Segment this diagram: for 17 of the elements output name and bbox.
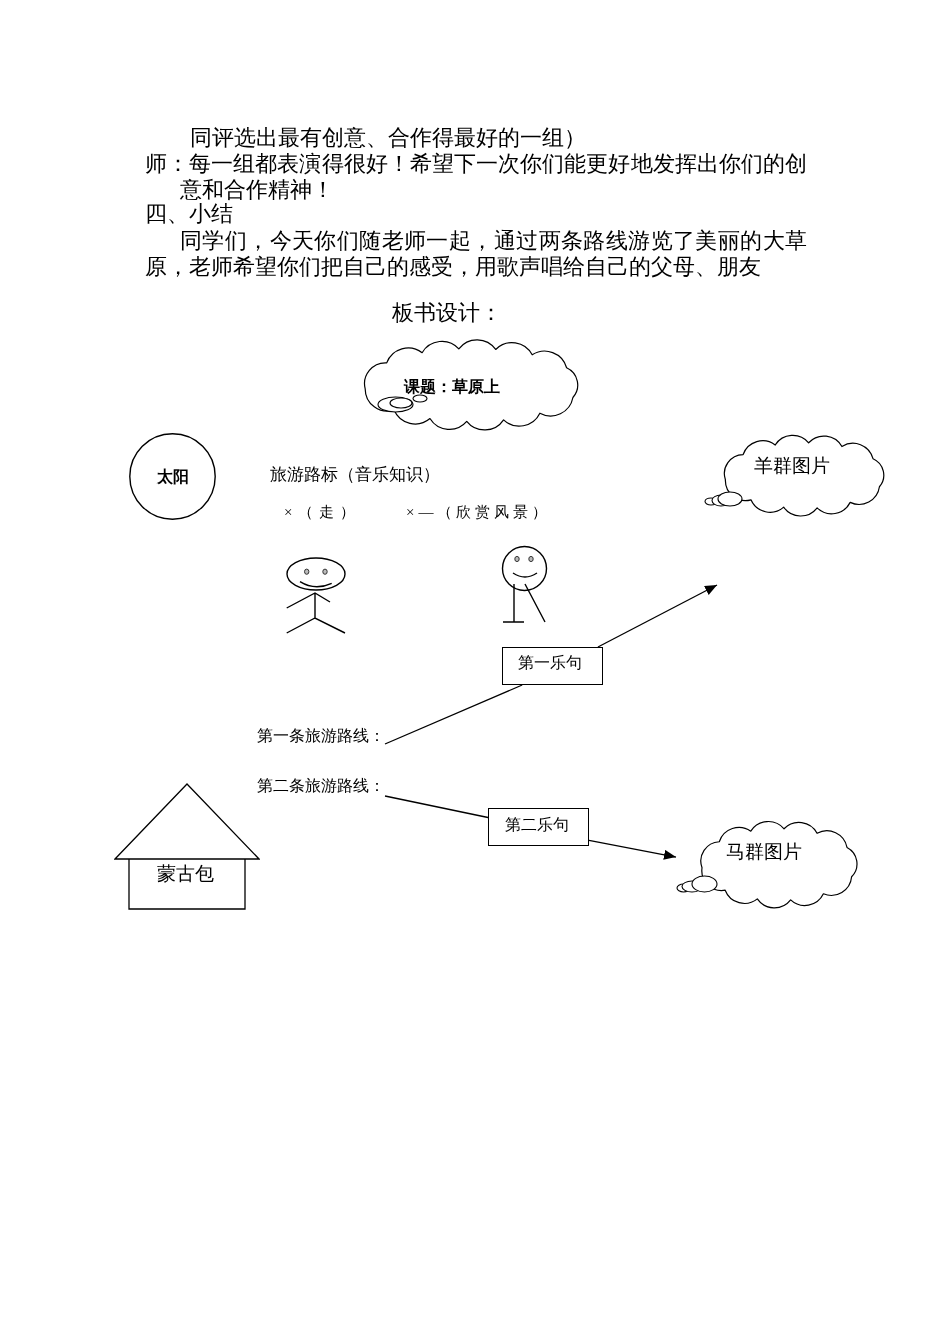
phrase-box: 第一乐句 [502, 647, 603, 685]
arrow [597, 584, 718, 648]
rhythm-sign: ×（走） [284, 503, 362, 521]
rhythm-sign: ×—（欣赏风景） [406, 503, 552, 521]
phrase-box: 第二乐句 [488, 808, 589, 846]
route-label: 第一条旅游路线： [257, 726, 385, 746]
paragraph-text: 师：每一组都表演得很好！希望下一次你们能更好地发挥出你们的创意和合作精神！ [145, 151, 807, 202]
paragraph-text: 同学们，今天你们随老师一起，通过两条路线游览了美丽的大草原，老师希望你们把自己的感受，用歌声唱给自己的父母、朋友 [145, 228, 807, 279]
arrow [588, 839, 677, 860]
connector-line [384, 795, 489, 819]
section-heading: 四、小结 [145, 201, 233, 227]
sun-circle: 太阳 [129, 433, 216, 520]
route-label: 第二条旅游路线： [257, 776, 385, 796]
board-title: 板书设计： [392, 300, 502, 326]
paragraph-text: 同评选出最有创意、合作得最好的一组） [190, 125, 586, 151]
sign-heading: 旅游路标（音乐知识） [270, 465, 440, 486]
connector-line [384, 684, 523, 745]
